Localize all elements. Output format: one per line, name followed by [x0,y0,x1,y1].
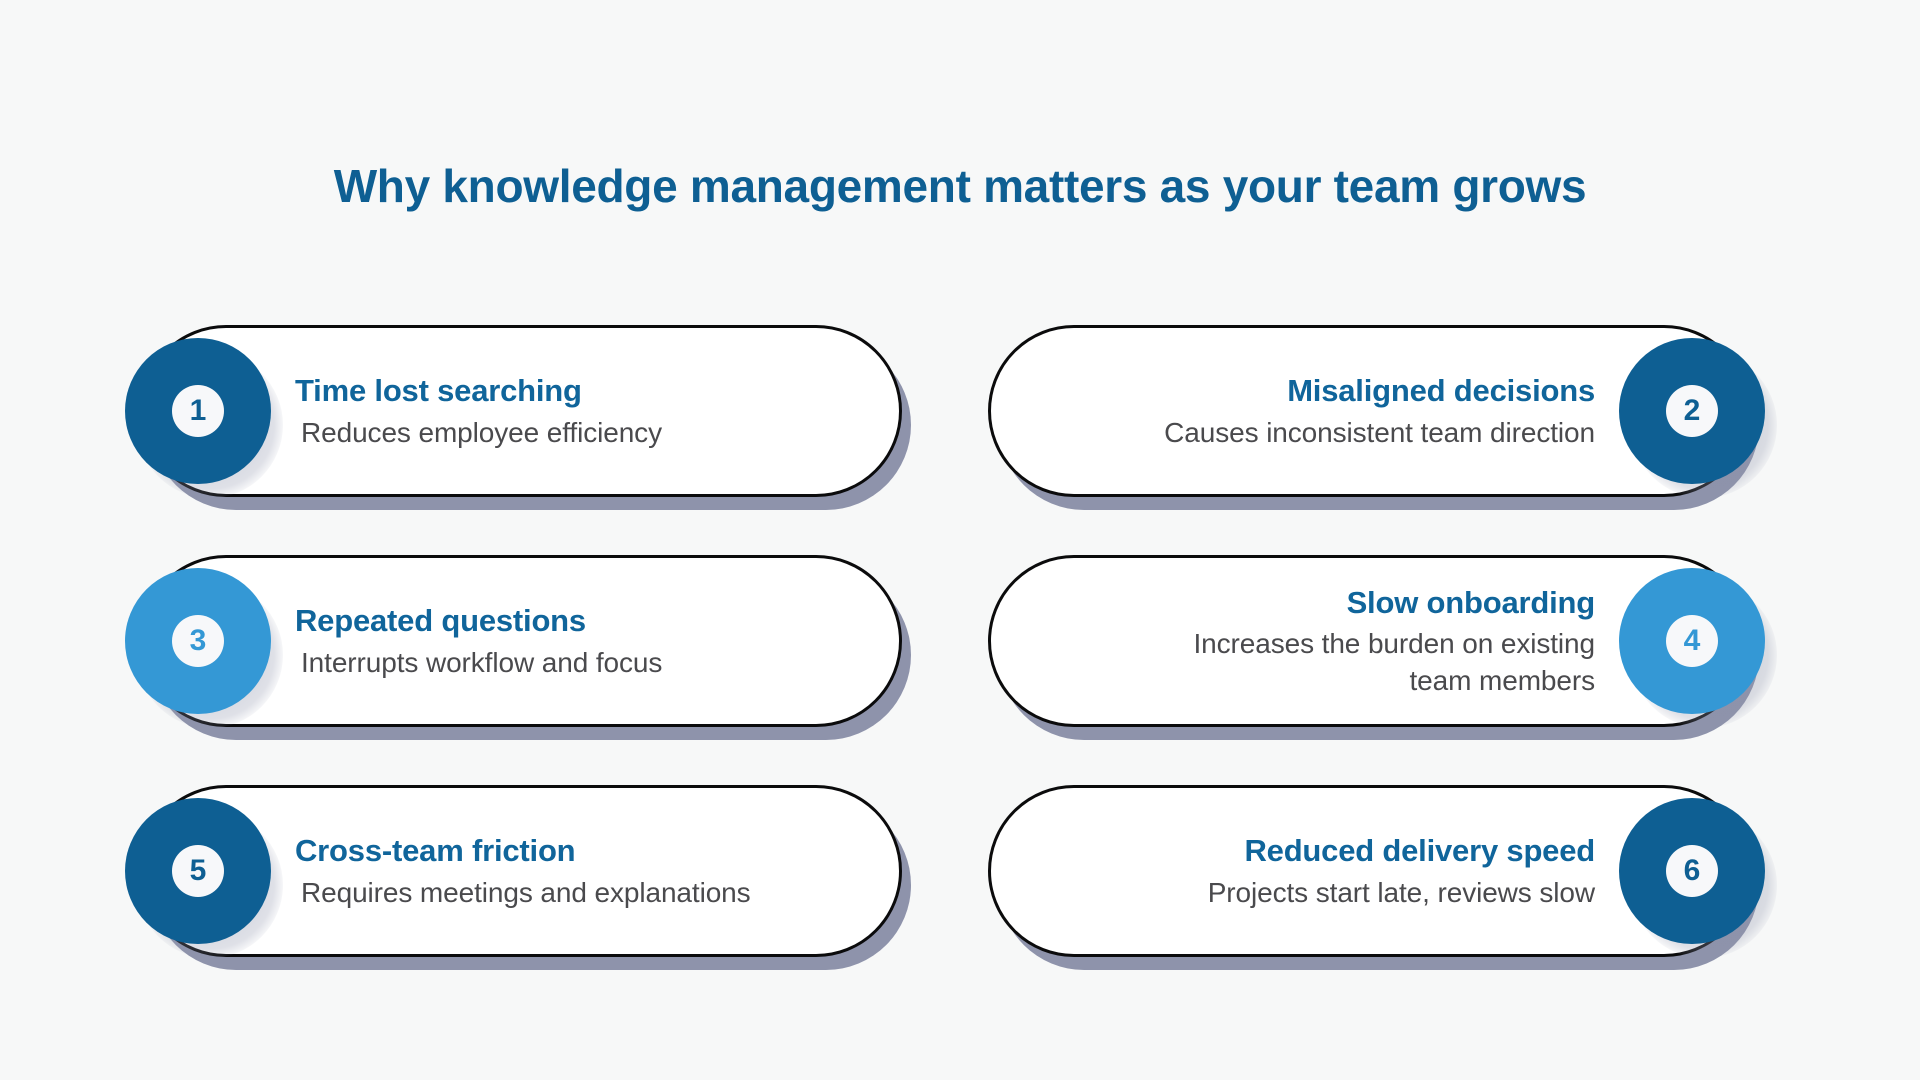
card-text-6: Reduced delivery speed Projects start la… [991,831,1619,911]
badge-wrapper-6: 6 [1619,798,1777,958]
badge-number-4: 4 [1666,615,1718,667]
card-item-3[interactable]: 3 Repeated questions Interrupts workflow… [125,555,902,728]
card-item-1[interactable]: 1 Time lost searching Reduces employee e… [125,325,902,498]
card-row-3: 5 Cross-team friction Requires meetings … [0,785,1920,1015]
badge-number-1: 1 [172,385,224,437]
badge-wrapper-2: 2 [1619,338,1777,498]
card-item-2[interactable]: 2 Misaligned decisions Causes inconsiste… [988,325,1777,498]
card-heading-1: Time lost searching [295,372,582,408]
card-text-1: Time lost searching Reduces employee eff… [271,371,899,451]
card-heading-3: Repeated questions [295,602,586,638]
card-text-2: Misaligned decisions Causes inconsistent… [991,371,1619,451]
card-heading-6: Reduced delivery speed [1244,832,1595,868]
badge-number-5: 5 [172,845,224,897]
badge-number-2: 2 [1666,385,1718,437]
card-heading-2: Misaligned decisions [1287,372,1595,408]
card-grid: 1 Time lost searching Reduces employee e… [0,325,1920,1015]
number-badge-3: 3 [125,568,271,714]
card-subtext-1: Reduces employee efficiency [301,416,662,448]
card-subtext-4: Increases the burden on existing team me… [1193,628,1595,696]
card-subtext-3: Interrupts workflow and focus [301,646,663,678]
number-badge-1: 1 [125,338,271,484]
card-item-4[interactable]: 4 Slow onboarding Increases the burden o… [988,555,1777,728]
card-row-2: 3 Repeated questions Interrupts workflow… [0,555,1920,785]
badge-wrapper-1: 1 [125,338,283,498]
card-heading-4: Slow onboarding [1346,584,1596,620]
card-subtext-6: Projects start late, reviews slow [1207,876,1595,908]
card-row-1: 1 Time lost searching Reduces employee e… [0,325,1920,555]
badge-wrapper-3: 3 [125,568,283,728]
badge-wrapper-4: 4 [1619,568,1777,728]
card-subtext-5: Requires meetings and explanations [301,876,751,908]
number-badge-2: 2 [1619,338,1765,484]
number-badge-4: 4 [1619,568,1765,714]
card-item-6[interactable]: 6 Reduced delivery speed Projects start … [988,785,1777,958]
page-title: Why knowledge management matters as your… [333,160,1587,212]
badge-number-6: 6 [1666,845,1718,897]
card-text-3: Repeated questions Interrupts workflow a… [271,601,899,681]
card-subtext-2: Causes inconsistent team direction [1164,416,1595,448]
card-text-4: Slow onboarding Increases the burden on … [991,583,1619,699]
card-heading-5: Cross-team friction [295,832,576,868]
badge-wrapper-5: 5 [125,798,283,958]
number-badge-5: 5 [125,798,271,944]
number-badge-6: 6 [1619,798,1765,944]
card-item-5[interactable]: 5 Cross-team friction Requires meetings … [125,785,902,958]
card-text-5: Cross-team friction Requires meetings an… [271,831,899,911]
badge-number-3: 3 [172,615,224,667]
